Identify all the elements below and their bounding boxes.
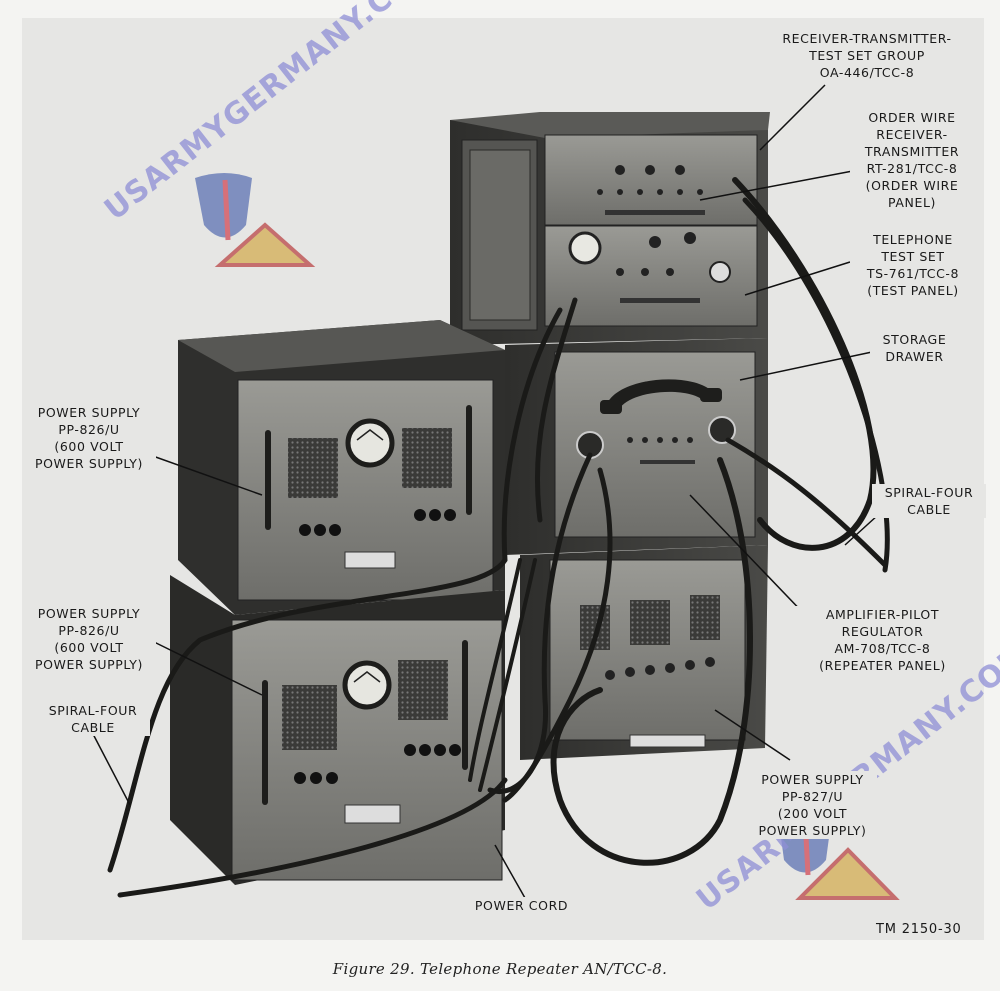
tm-number: TM 2150-30 (876, 922, 962, 937)
watermark-emblem-top (195, 173, 316, 267)
label-pp826-upper: POWER SUPPLY PP-826/U (600 VOLT POWER SU… (22, 404, 156, 472)
label-amplifier-pilot: AMPLIFIER-PILOT REGULATOR AM-708/TCC-8 (… (788, 606, 977, 674)
leader-lines (91, 84, 879, 899)
pp827-case (520, 545, 768, 760)
repeater-panel-case (505, 338, 768, 555)
label-storage-drawer: STORAGE DRAWER (870, 331, 959, 365)
label-power-cord: POWER CORD (462, 897, 581, 914)
pp826-upper-case (178, 320, 505, 615)
figure-caption: Figure 29. Telephone Repeater AN/TCC-8. (332, 960, 668, 978)
label-spiral-four-right: SPIRAL-FOUR CABLE (872, 484, 986, 518)
cables (107, 177, 890, 898)
pp826-lower-case (170, 575, 505, 885)
test-set-group-case (450, 112, 770, 345)
label-order-wire-rt: ORDER WIRE RECEIVER- TRANSMITTER RT-281/… (850, 109, 974, 211)
label-telephone-test-set: TELEPHONE TEST SET TS-761/TCC-8 (TEST PA… (850, 231, 976, 299)
label-test-set-group: RECEIVER-TRANSMITTER- TEST SET GROUP OA-… (760, 30, 974, 81)
label-pp826-lower: POWER SUPPLY PP-826/U (600 VOLT POWER SU… (22, 605, 156, 673)
label-spiral-four-left: SPIRAL-FOUR CABLE (36, 702, 150, 736)
label-pp827: POWER SUPPLY PP-827/U (200 VOLT POWER SU… (748, 771, 877, 839)
